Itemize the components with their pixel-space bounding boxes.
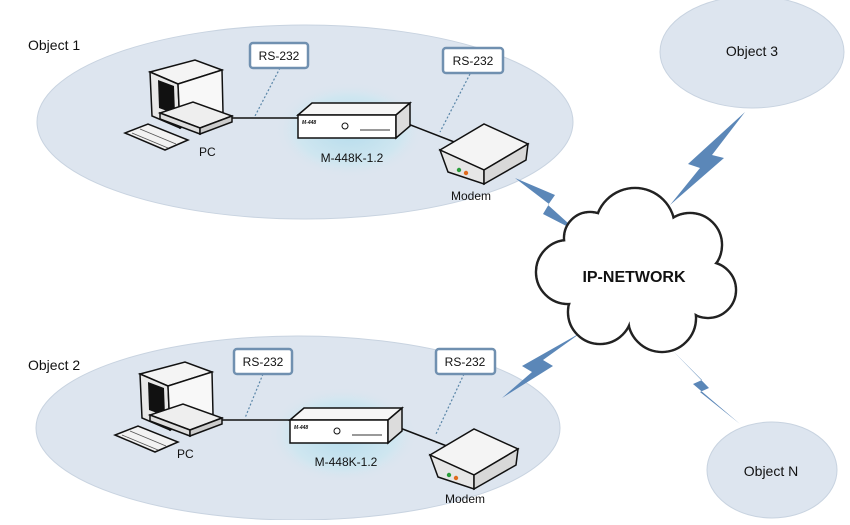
serial-cable	[399, 427, 453, 449]
pc-label: PC	[199, 145, 216, 159]
rs232-label: RS-232	[453, 54, 494, 68]
wireless-link-bolt	[502, 332, 582, 398]
rs232-label: RS-232	[445, 355, 486, 369]
rs232-label: RS-232	[243, 355, 284, 369]
modem-icon	[428, 428, 520, 491]
object-3-label: Object 3	[726, 43, 778, 59]
pc-icon	[113, 361, 225, 453]
wireless-link-bolt	[515, 178, 578, 232]
modem-icon	[438, 123, 530, 186]
ip-network-cloud	[534, 186, 738, 354]
label-connector	[254, 67, 281, 117]
object-3-area	[659, 0, 845, 109]
rs232-label: RS-232	[259, 49, 300, 63]
object-2-label: Object 2	[28, 357, 80, 373]
device-badge: M-448	[294, 425, 308, 431]
label-connector	[439, 73, 471, 133]
m448-device: M-448	[287, 406, 405, 445]
object-1-label: Object 1	[28, 37, 80, 53]
modem-label: Modem	[445, 492, 485, 506]
object-n-area	[706, 421, 838, 519]
device-label: M-448K-1.2	[321, 151, 384, 165]
rs232-tag	[248, 41, 310, 70]
pc-icon	[123, 59, 235, 151]
object-n-label: Object N	[744, 463, 798, 479]
wireless-link-bolt	[670, 112, 745, 205]
device-label: M-448K-1.2	[315, 455, 378, 469]
wireless-link-bolt	[672, 350, 740, 424]
modem-label: Modem	[451, 189, 491, 203]
m448-device: M-448	[295, 101, 413, 140]
rs232-tag	[434, 347, 497, 376]
label-connector	[435, 373, 465, 435]
rs232-tag	[232, 347, 294, 376]
ip-network-label: IP-NETWORK	[582, 269, 686, 286]
rs232-tag	[441, 46, 505, 75]
device-badge: M-448	[302, 120, 316, 126]
pc-label: PC	[177, 447, 194, 461]
